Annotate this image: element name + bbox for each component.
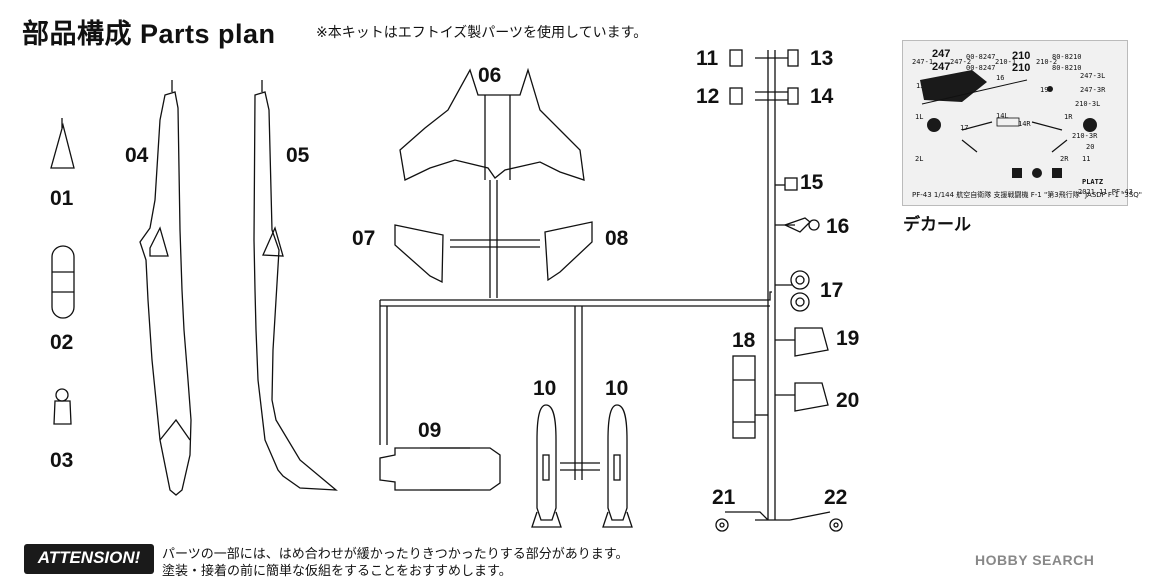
- decal-mark-12: 1R: [1064, 113, 1073, 121]
- part-label-10a: 10: [533, 377, 557, 400]
- part-label-13: 13: [810, 47, 834, 70]
- decal-mark-3: 210-2: [1036, 58, 1058, 66]
- decal-mark-14: 2R: [1060, 155, 1069, 163]
- decal-mark-13: 2L: [915, 155, 924, 163]
- decal-label: デカール: [903, 215, 971, 235]
- part-22-drawing: [789, 511, 831, 521]
- part-15-drawing: [784, 177, 798, 191]
- decal-mark-5: 210-3R: [1072, 132, 1098, 140]
- decal-reg-b1: 80-8210: [1052, 53, 1082, 61]
- part-label-17: 17: [820, 279, 844, 302]
- decal-mark-11: 1L: [915, 113, 924, 121]
- part-label-21: 21: [712, 486, 736, 509]
- decal-serial-b1: 210: [1012, 50, 1031, 62]
- part-02-drawing: [51, 245, 75, 319]
- part-label-16: 16: [826, 215, 850, 238]
- part-14-drawing: [787, 87, 799, 105]
- decal-mark-0: 247-1: [912, 58, 934, 66]
- part-label-11: 11: [696, 47, 719, 70]
- part-06-drawing: [399, 67, 585, 181]
- part-12-drawing: [729, 87, 743, 105]
- decal-mark-16: 15: [916, 82, 925, 90]
- decal-caption: PF-43 1/144 航空自衛隊 支援戦闘機 F-1 "第3飛行隊" JASD…: [912, 191, 1142, 199]
- decal-mark-15: 11: [1082, 155, 1091, 163]
- part-13-drawing: [787, 49, 799, 67]
- part-label-05: 05: [286, 144, 310, 167]
- part-19-drawing: [794, 327, 829, 357]
- part-label-09: 09: [418, 419, 442, 442]
- part-01-drawing: [50, 122, 75, 169]
- decal-reg-b2: 80-8210: [1052, 64, 1082, 72]
- attention-badge-text: ATTENSION!: [37, 548, 141, 567]
- decal-mark-9: 14R: [1018, 120, 1031, 128]
- part-17-drawing: [790, 270, 810, 290]
- decal-reg-a2: 00-8247: [966, 64, 996, 72]
- part-label-12: 12: [696, 85, 720, 108]
- part-label-01: 01: [50, 187, 74, 210]
- attention-line-2: 塗装・接着の前に簡単な仮組をすることをおすすめします。: [162, 564, 512, 579]
- part-03-drawing: [55, 388, 69, 402]
- part-label-14: 14: [810, 85, 834, 108]
- header-note: ※本キットはエフトイズ製パーツを使用しています。: [316, 25, 648, 41]
- part-label-19: 19: [836, 327, 860, 350]
- part-08-drawing: [544, 221, 593, 282]
- decal-mark-4: 210-3L: [1075, 100, 1101, 108]
- attention-line-1: パーツの一部には、はめ合わせが緩かったりきつかったりする部分があります。: [162, 547, 629, 562]
- decal-artwork: [920, 70, 1097, 178]
- watermark: HOBBY SEARCH: [975, 552, 1095, 568]
- decal-mark-7: 247-3R: [1080, 86, 1106, 94]
- part-04-drawing: [139, 91, 192, 496]
- decal-mark-18: 19: [1040, 86, 1049, 94]
- part-label-03: 03: [50, 449, 74, 472]
- part-10b-drawing: [607, 404, 628, 521]
- part-label-07: 07: [352, 227, 376, 250]
- part-21-drawing: [725, 511, 769, 521]
- decal-mark-6: 247-3L: [1080, 72, 1106, 80]
- part-label-02: 02: [50, 331, 74, 354]
- page-title: 部品構成 Parts plan: [22, 19, 276, 49]
- part-label-20: 20: [836, 389, 860, 412]
- decal-serial-a1: 247: [932, 48, 951, 60]
- part-label-08: 08: [605, 227, 629, 250]
- decal-mark-10: 17: [960, 124, 969, 132]
- decal-serial-b2: 210: [1012, 62, 1031, 74]
- part-label-22: 22: [824, 486, 848, 509]
- part-20-drawing: [794, 382, 829, 412]
- decal-mark-1: 247-2: [950, 58, 972, 66]
- part-label-15: 15: [800, 171, 824, 194]
- decal-brand: PLATZ: [1082, 178, 1104, 186]
- part-label-06: 06: [478, 64, 502, 87]
- part-label-18: 18: [732, 329, 756, 352]
- part-18-drawing: [732, 355, 756, 439]
- decal-mark-8: 14L: [996, 112, 1009, 120]
- part-09-drawing: [379, 447, 501, 491]
- decal-serial-a2: 247: [932, 61, 951, 73]
- attention-badge: [24, 544, 154, 574]
- part-label-04: 04: [125, 144, 149, 167]
- decal-mark-19: 20: [1086, 143, 1095, 151]
- part-07-drawing: [394, 224, 444, 284]
- decal-mark-17: 16: [996, 74, 1005, 82]
- part-11-drawing: [729, 49, 743, 67]
- decal-code: 2021.11 PF-43: [1078, 188, 1133, 196]
- decal-mark-2: 210-1: [995, 58, 1017, 66]
- decal-reg-a1: 00-8247: [966, 53, 996, 61]
- part-10a-drawing: [536, 404, 557, 521]
- part-label-10b: 10: [605, 377, 629, 400]
